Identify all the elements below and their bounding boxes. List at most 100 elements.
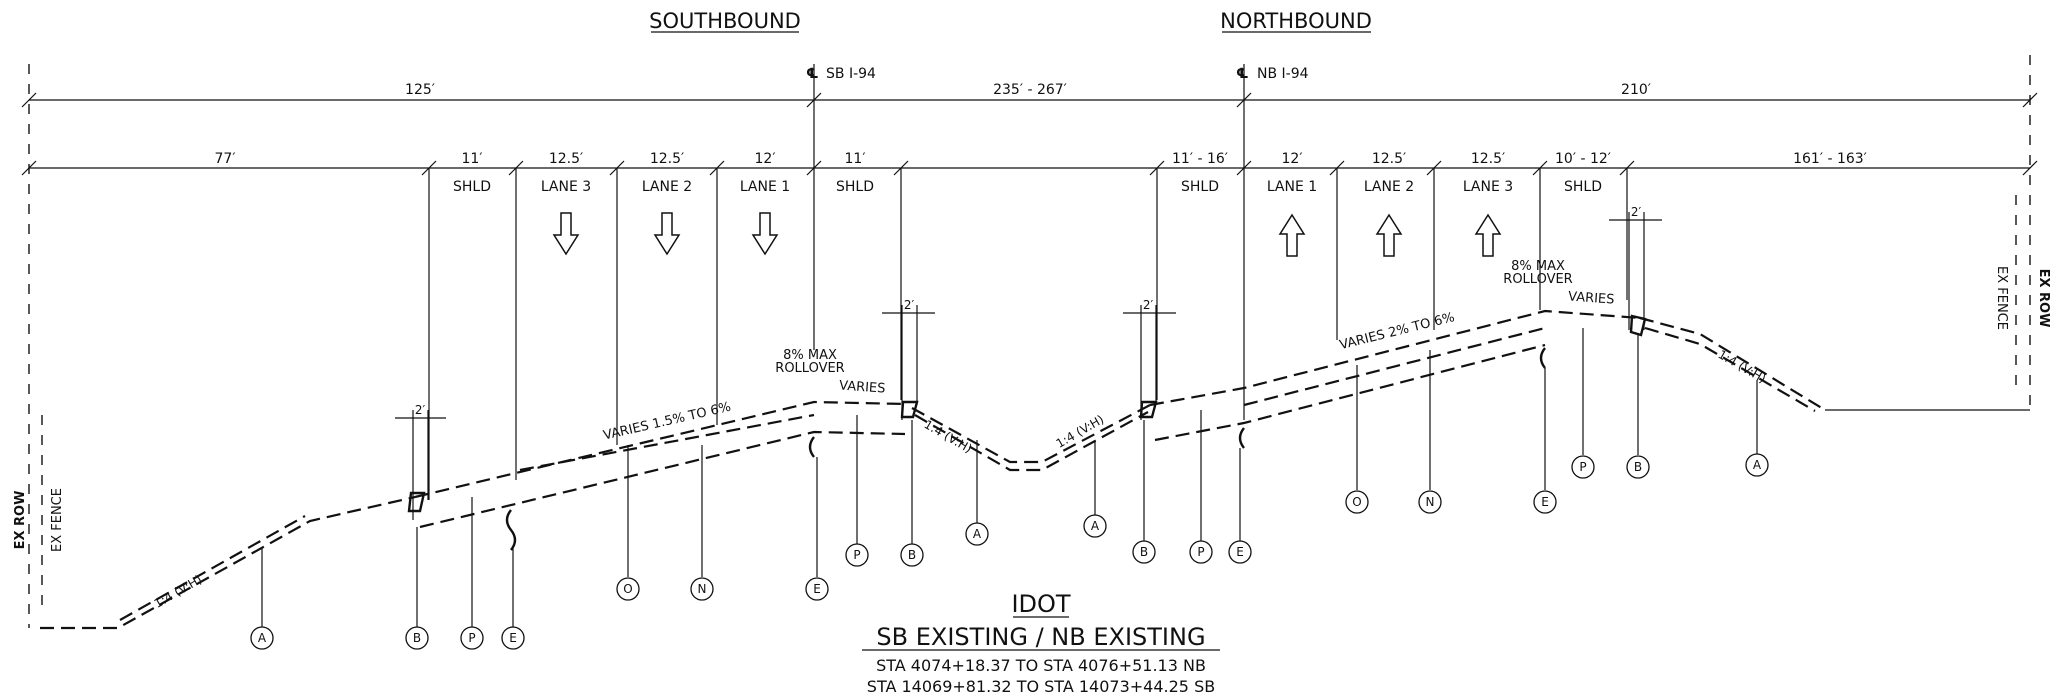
dim-sb-lane2: 12.5′ xyxy=(650,151,684,167)
lane-dimension-line xyxy=(21,160,2038,176)
nb-slope-note: VARIES 2% TO 6% xyxy=(1338,310,1456,353)
nb-centerline-label: NB I-94 xyxy=(1257,66,1309,82)
svg-text:B: B xyxy=(413,631,421,645)
existing-ground-profile xyxy=(40,309,2030,630)
dim-nb-shld: 10′ - 12′ xyxy=(1555,151,1611,167)
svg-text:B: B xyxy=(1634,460,1642,474)
callout-b-1: B xyxy=(405,626,429,650)
svg-text:A: A xyxy=(1091,519,1100,533)
callout-a-4: A xyxy=(1745,453,1769,477)
right-ex-fence: EX FENCE xyxy=(1994,266,2009,330)
svg-text:P: P xyxy=(853,548,860,562)
dim-77: 77′ xyxy=(215,151,236,167)
barrier-markers xyxy=(407,314,1647,551)
callout-p-4: P xyxy=(1571,455,1595,479)
sb-varies-note: VARIES xyxy=(839,378,886,396)
centerline-symbol-sb: ℄ xyxy=(806,66,819,82)
callout-o-2: O xyxy=(1345,490,1369,514)
dim-median: 235′ - 267′ xyxy=(993,82,1067,98)
callout-a-2: A xyxy=(965,522,989,546)
sb-centerline: ℄ SB I-94 xyxy=(806,64,876,350)
svg-text:E: E xyxy=(1236,545,1244,559)
svg-text:A: A xyxy=(973,527,982,541)
callout-p-2: P xyxy=(845,543,869,567)
callout-b-3: B xyxy=(1132,540,1156,564)
label-sb-lane1: LANE 1 xyxy=(740,179,790,195)
svg-text:N: N xyxy=(1426,495,1435,509)
callout-b-2: B xyxy=(900,543,924,567)
svg-text:E: E xyxy=(509,631,517,645)
right-row-labels: EX ROW EX FENCE xyxy=(1994,195,2051,395)
svg-text:O: O xyxy=(623,582,632,596)
label-nb-lane2: LANE 2 xyxy=(1364,179,1414,195)
label-sb-lane3: LANE 3 xyxy=(541,179,591,195)
left-row-labels: EX ROW EX FENCE xyxy=(13,415,65,610)
two-foot-dims xyxy=(395,212,1662,520)
svg-text:A: A xyxy=(1753,458,1762,472)
svg-text:E: E xyxy=(813,582,821,596)
dim-nb-lane3: 12.5′ xyxy=(1471,151,1505,167)
title-sta-sb: STA 14069+81.32 TO STA 14073+44.25 SB xyxy=(867,677,1215,696)
callout-b-4: B xyxy=(1626,455,1650,479)
label-nb-inner-shld: SHLD xyxy=(1181,179,1219,195)
extension-lines xyxy=(428,168,1628,500)
slope-note-right: 1:4 (V:H) xyxy=(1716,347,1769,386)
left-ex-row: EX ROW xyxy=(13,491,28,550)
northbound-heading: NORTHBOUND xyxy=(1220,9,1372,33)
left-ex-fence: EX FENCE xyxy=(50,488,65,552)
sb-centerline-label: SB I-94 xyxy=(826,66,876,82)
up-arrow-icon xyxy=(1278,213,1306,257)
up-arrow-icon xyxy=(1474,213,1502,257)
dim-nb-lane1: 12′ xyxy=(1282,151,1303,167)
callout-n-1: N xyxy=(690,577,714,601)
slope-note-median-right: 1:4 (V:H) xyxy=(1054,412,1107,451)
centerline-symbol-nb: ℄ xyxy=(1236,66,1249,82)
sb-max-rollover-1: 8% MAX xyxy=(783,348,837,363)
label-nb-shld: SHLD xyxy=(1564,179,1602,195)
callout-o-1: O xyxy=(616,577,640,601)
overall-dimension-line xyxy=(21,92,2038,108)
southbound-heading: SOUTHBOUND xyxy=(649,9,801,33)
svg-text:N: N xyxy=(698,582,707,596)
label-nb-lane3: LANE 3 xyxy=(1463,179,1513,195)
callout-a-3: A xyxy=(1083,514,1107,538)
slope-note-left: 1:4 (V:H) xyxy=(152,572,205,611)
callout-n-2: N xyxy=(1418,490,1442,514)
svg-text:P: P xyxy=(468,631,475,645)
callout-e-3: E xyxy=(1228,540,1252,564)
nb-direction-arrows xyxy=(1278,213,1502,257)
dim-nb-lane2: 12.5′ xyxy=(1372,151,1406,167)
callout-e-1: E xyxy=(501,626,525,650)
slope-note-median-left: 1:4 (V:H) xyxy=(922,417,975,456)
title-subtitle: SB EXISTING / NB EXISTING xyxy=(876,623,1205,651)
callout-e-2: E xyxy=(805,577,829,601)
svg-text:P: P xyxy=(1579,460,1586,474)
callout-e-4: E xyxy=(1533,490,1557,514)
nb-max-rollover-2: ROLLOVER xyxy=(1503,272,1572,287)
label-sb-shld: SHLD xyxy=(453,179,491,195)
svg-text:P: P xyxy=(1197,545,1204,559)
dim-210: 210′ xyxy=(1621,82,1651,98)
nb-varies-note: VARIES xyxy=(1568,289,1615,307)
label-sb-inner-shld: SHLD xyxy=(836,179,874,195)
callout-leaders xyxy=(261,328,1758,627)
title-agency: IDOT xyxy=(1011,590,1070,618)
sb-direction-arrows xyxy=(552,212,779,256)
svg-text:B: B xyxy=(908,548,916,562)
svg-text:E: E xyxy=(1541,495,1549,509)
down-arrow-icon xyxy=(751,212,779,256)
nb-max-rollover-1: 8% MAX xyxy=(1511,259,1565,274)
dim-sb-lane3: 12.5′ xyxy=(549,151,583,167)
svg-text:B: B xyxy=(1140,545,1148,559)
up-arrow-icon xyxy=(1375,213,1403,257)
dim-sb-lane1: 12′ xyxy=(755,151,776,167)
two-ft-label-3: 2′ xyxy=(1143,298,1154,312)
dim-sb-shld: 11′ xyxy=(462,151,483,167)
sb-max-rollover-2: ROLLOVER xyxy=(775,361,844,376)
callout-p-3: P xyxy=(1189,540,1213,564)
two-ft-label-2: 2′ xyxy=(904,298,915,312)
two-ft-label-1: 2′ xyxy=(415,403,426,417)
label-nb-lane1: LANE 1 xyxy=(1267,179,1317,195)
svg-text:A: A xyxy=(258,631,267,645)
